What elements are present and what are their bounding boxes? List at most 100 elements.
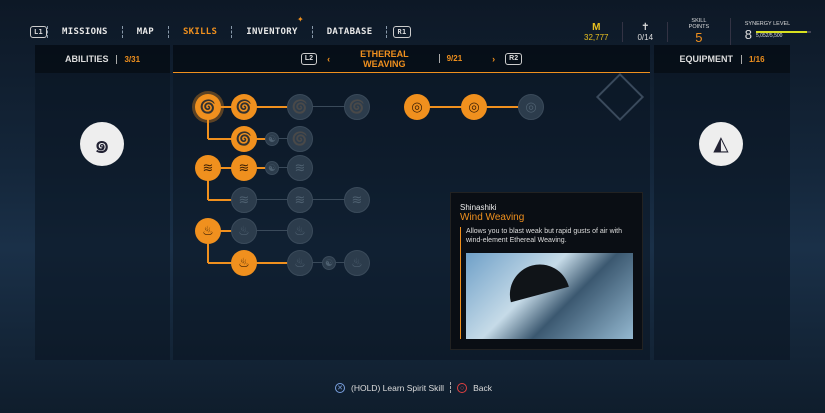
skill-tooltip: Shinashiki Wind Weaving Allows you to bl… [450, 192, 643, 350]
tornado-icon: 🌀 [291, 131, 309, 146]
yin-yang-icon: ☯ [267, 162, 277, 173]
hand-orb-skill-node[interactable]: ◎ [518, 94, 544, 120]
tree-count: 9/21 [438, 54, 462, 63]
wave-skill-node[interactable]: ≋ [231, 187, 257, 213]
skill-link [244, 230, 300, 231]
equipment-label[interactable]: EQUIPMENT [679, 54, 733, 64]
flame-skill-node[interactable]: ♨ [195, 218, 221, 244]
tornado-skill-node[interactable]: 🌀 [344, 94, 370, 120]
hand-orb-skill-node[interactable]: ◎ [461, 94, 487, 120]
tab-inventory[interactable]: INVENTORY [246, 27, 298, 37]
tornado-icon: 🌀 [348, 99, 366, 114]
yin-yang-icon: ☯ [324, 257, 334, 268]
yin-yang-skill-node[interactable]: ☯ [322, 256, 336, 270]
yin-yang-skill-node[interactable]: ☯ [265, 132, 279, 146]
skill-link [474, 106, 531, 108]
skill-points-label: SKILL POINTS [688, 18, 710, 30]
wave-icon: ≋ [238, 160, 250, 175]
circle-button-icon: ○ [457, 382, 468, 393]
tornado-skill-node[interactable]: 🌀 [195, 94, 221, 120]
skill-link [300, 106, 357, 107]
r1-button[interactable]: R1 [393, 26, 411, 38]
skill-link [272, 167, 300, 168]
skill-link [208, 230, 244, 232]
notification-icon: ✦ [297, 15, 304, 24]
skill-link [244, 138, 272, 140]
tornado-skill-node[interactable]: 🌀 [231, 126, 257, 152]
tornado-icon: 🌀 [291, 99, 309, 114]
wave-icon: ≋ [294, 160, 306, 175]
flame-icon: ♨ [238, 255, 250, 270]
flame-skill-node[interactable]: ♨ [344, 250, 370, 276]
currency-value: 32,777 [584, 32, 609, 42]
tornado-icon: 🌀 [235, 99, 253, 114]
equipment-icon: ◭ [699, 122, 743, 166]
wave-skill-node[interactable]: ≋ [231, 155, 257, 181]
l1-button[interactable]: L1 [30, 26, 48, 38]
synergy-label: SYNERGY LEVEL [744, 21, 791, 27]
skill-link [244, 199, 300, 200]
l2-button[interactable]: L2 [300, 52, 318, 65]
flame-skill-node[interactable]: ♨ [231, 250, 257, 276]
flame-skill-node[interactable]: ♨ [287, 250, 313, 276]
skill-branch [208, 138, 244, 140]
r2-button[interactable]: R2 [505, 52, 523, 65]
footer-hints: ✕ (HOLD) Learn Spirit Skill ○ Back [335, 382, 492, 393]
skill-link [329, 262, 357, 263]
learn-skill-hint[interactable]: (HOLD) Learn Spirit Skill [351, 382, 445, 393]
tornado-skill-node[interactable]: 🌀 [287, 94, 313, 120]
skill-preview-image [466, 253, 633, 339]
tab-database[interactable]: DATABASE [326, 27, 373, 37]
yin-yang-skill-node[interactable]: ☯ [265, 161, 279, 175]
skill-link [272, 138, 300, 139]
skill-branch [207, 231, 209, 263]
skill-branch [208, 199, 244, 201]
wave-skill-node[interactable]: ≋ [195, 155, 221, 181]
skill-link [208, 167, 244, 169]
tab-missions[interactable]: MISSIONS [62, 27, 108, 37]
tornado-icon: 🌀 [235, 131, 253, 146]
wave-skill-node[interactable]: ≋ [287, 155, 313, 181]
flame-icon: ♨ [351, 255, 363, 270]
wave-skill-node[interactable]: ≋ [287, 187, 313, 213]
hand-orb-skill-node[interactable]: ◎ [404, 94, 430, 120]
wave-icon: ≋ [238, 192, 250, 207]
equipment-panel: EQUIPMENT 1/16 ◭ [654, 45, 790, 360]
abilities-count: 3/31 [116, 54, 140, 64]
wave-skill-node[interactable]: ≋ [344, 187, 370, 213]
tab-map[interactable]: MAP [136, 27, 154, 37]
tornado-skill-node[interactable]: 🌀 [231, 94, 257, 120]
flame-skill-node[interactable]: ♨ [231, 218, 257, 244]
tornado-icon: 🌀 [199, 99, 217, 114]
back-hint[interactable]: Back [473, 382, 492, 393]
abilities-panel: ABILITIES 3/31 ๑ [35, 45, 170, 360]
relics-value: 0/14 [637, 32, 654, 42]
prev-arrow-icon[interactable]: ‹ [327, 53, 331, 64]
skill-link [300, 199, 357, 200]
skill-link [300, 262, 329, 263]
tab-skills[interactable]: SKILLS [182, 27, 218, 37]
skill-link [417, 106, 474, 108]
next-arrow-icon[interactable]: › [492, 53, 496, 64]
wave-icon: ≋ [294, 192, 306, 207]
skill-points-value: 5 [695, 30, 703, 45]
skill-link [244, 262, 300, 264]
hand-orb-icon: ◎ [411, 99, 423, 114]
synergy-xp: 5,052/5,500 [756, 32, 783, 39]
tomoe-emblem-icon: ๑ [80, 122, 124, 166]
tornado-skill-node[interactable]: 🌀 [287, 126, 313, 152]
synergy-level: 8 [744, 27, 752, 42]
skill-branch [207, 168, 209, 200]
hand-orb-icon: ◎ [468, 99, 480, 114]
equipment-count: 1/16 [740, 54, 765, 64]
skill-link [208, 106, 244, 108]
tree-title-2: WEAVING [363, 58, 406, 69]
skill-link [244, 167, 272, 169]
top-nav: L1 MISSIONS MAP SKILLS INVENTORY DATABAS… [30, 26, 411, 38]
flame-skill-node[interactable]: ♨ [287, 218, 313, 244]
abilities-label[interactable]: ABILITIES [64, 54, 109, 64]
hand-orb-icon: ◎ [525, 99, 537, 114]
yin-yang-icon: ☯ [267, 133, 277, 144]
